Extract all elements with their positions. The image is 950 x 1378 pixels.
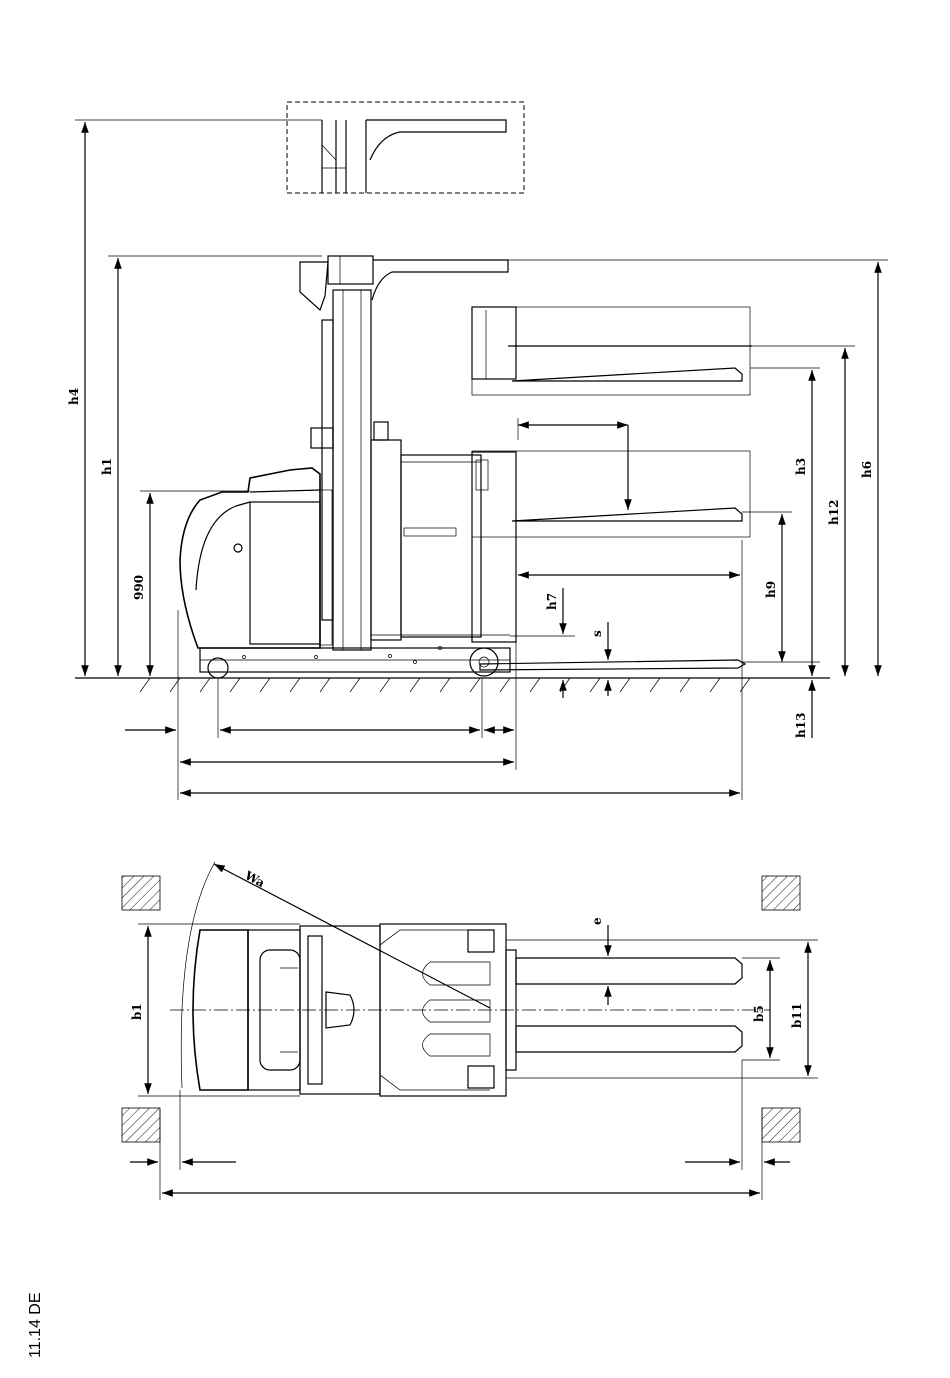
b11-label: b11	[790, 1003, 804, 1028]
h4-label: h4	[67, 388, 81, 405]
vertical-dimensions: h4 h1 990 h3 h12 h6 h9 h7	[67, 120, 888, 738]
h9-label: h9	[764, 581, 778, 598]
revision-code: 11.14 DE	[27, 1292, 44, 1358]
raised-platform-detail	[287, 102, 524, 193]
side-view: h4 h1 990 h3 h12 h6 h9 h7	[67, 102, 888, 800]
ground-line	[75, 678, 830, 692]
h12-label: h12	[827, 500, 841, 525]
dimension-990-label: 990	[132, 575, 146, 600]
b1-label: b1	[130, 1003, 144, 1020]
h1-label: h1	[100, 458, 114, 475]
e-label: e	[590, 917, 604, 925]
b5-label: b5	[752, 1005, 766, 1022]
h6-label: h6	[860, 461, 874, 478]
s-label: s	[590, 630, 604, 637]
h7-label: h7	[545, 593, 559, 610]
top-view: Wa b1 e b5 b11	[122, 862, 818, 1200]
mid-load-box	[472, 451, 750, 537]
load-centre-dimension	[518, 418, 628, 510]
turning-radius: Wa	[181, 862, 490, 1088]
forks-top	[423, 958, 743, 1056]
aisle-wall-blocks	[122, 876, 800, 1142]
wa-label: Wa	[242, 868, 267, 890]
h13-label: h13	[794, 713, 808, 738]
load-platform	[371, 422, 516, 642]
overhead-guard	[300, 256, 508, 310]
h3-label: h3	[794, 458, 808, 475]
revision-footer: 11.14 DE	[22, 1270, 52, 1360]
chassis-body	[180, 468, 510, 678]
top-view-dimensions: b1 e b5 b11	[130, 917, 818, 1200]
raised-load-box	[472, 307, 752, 395]
horizontal-dimensions	[125, 540, 742, 800]
lowered-forks	[480, 660, 745, 670]
